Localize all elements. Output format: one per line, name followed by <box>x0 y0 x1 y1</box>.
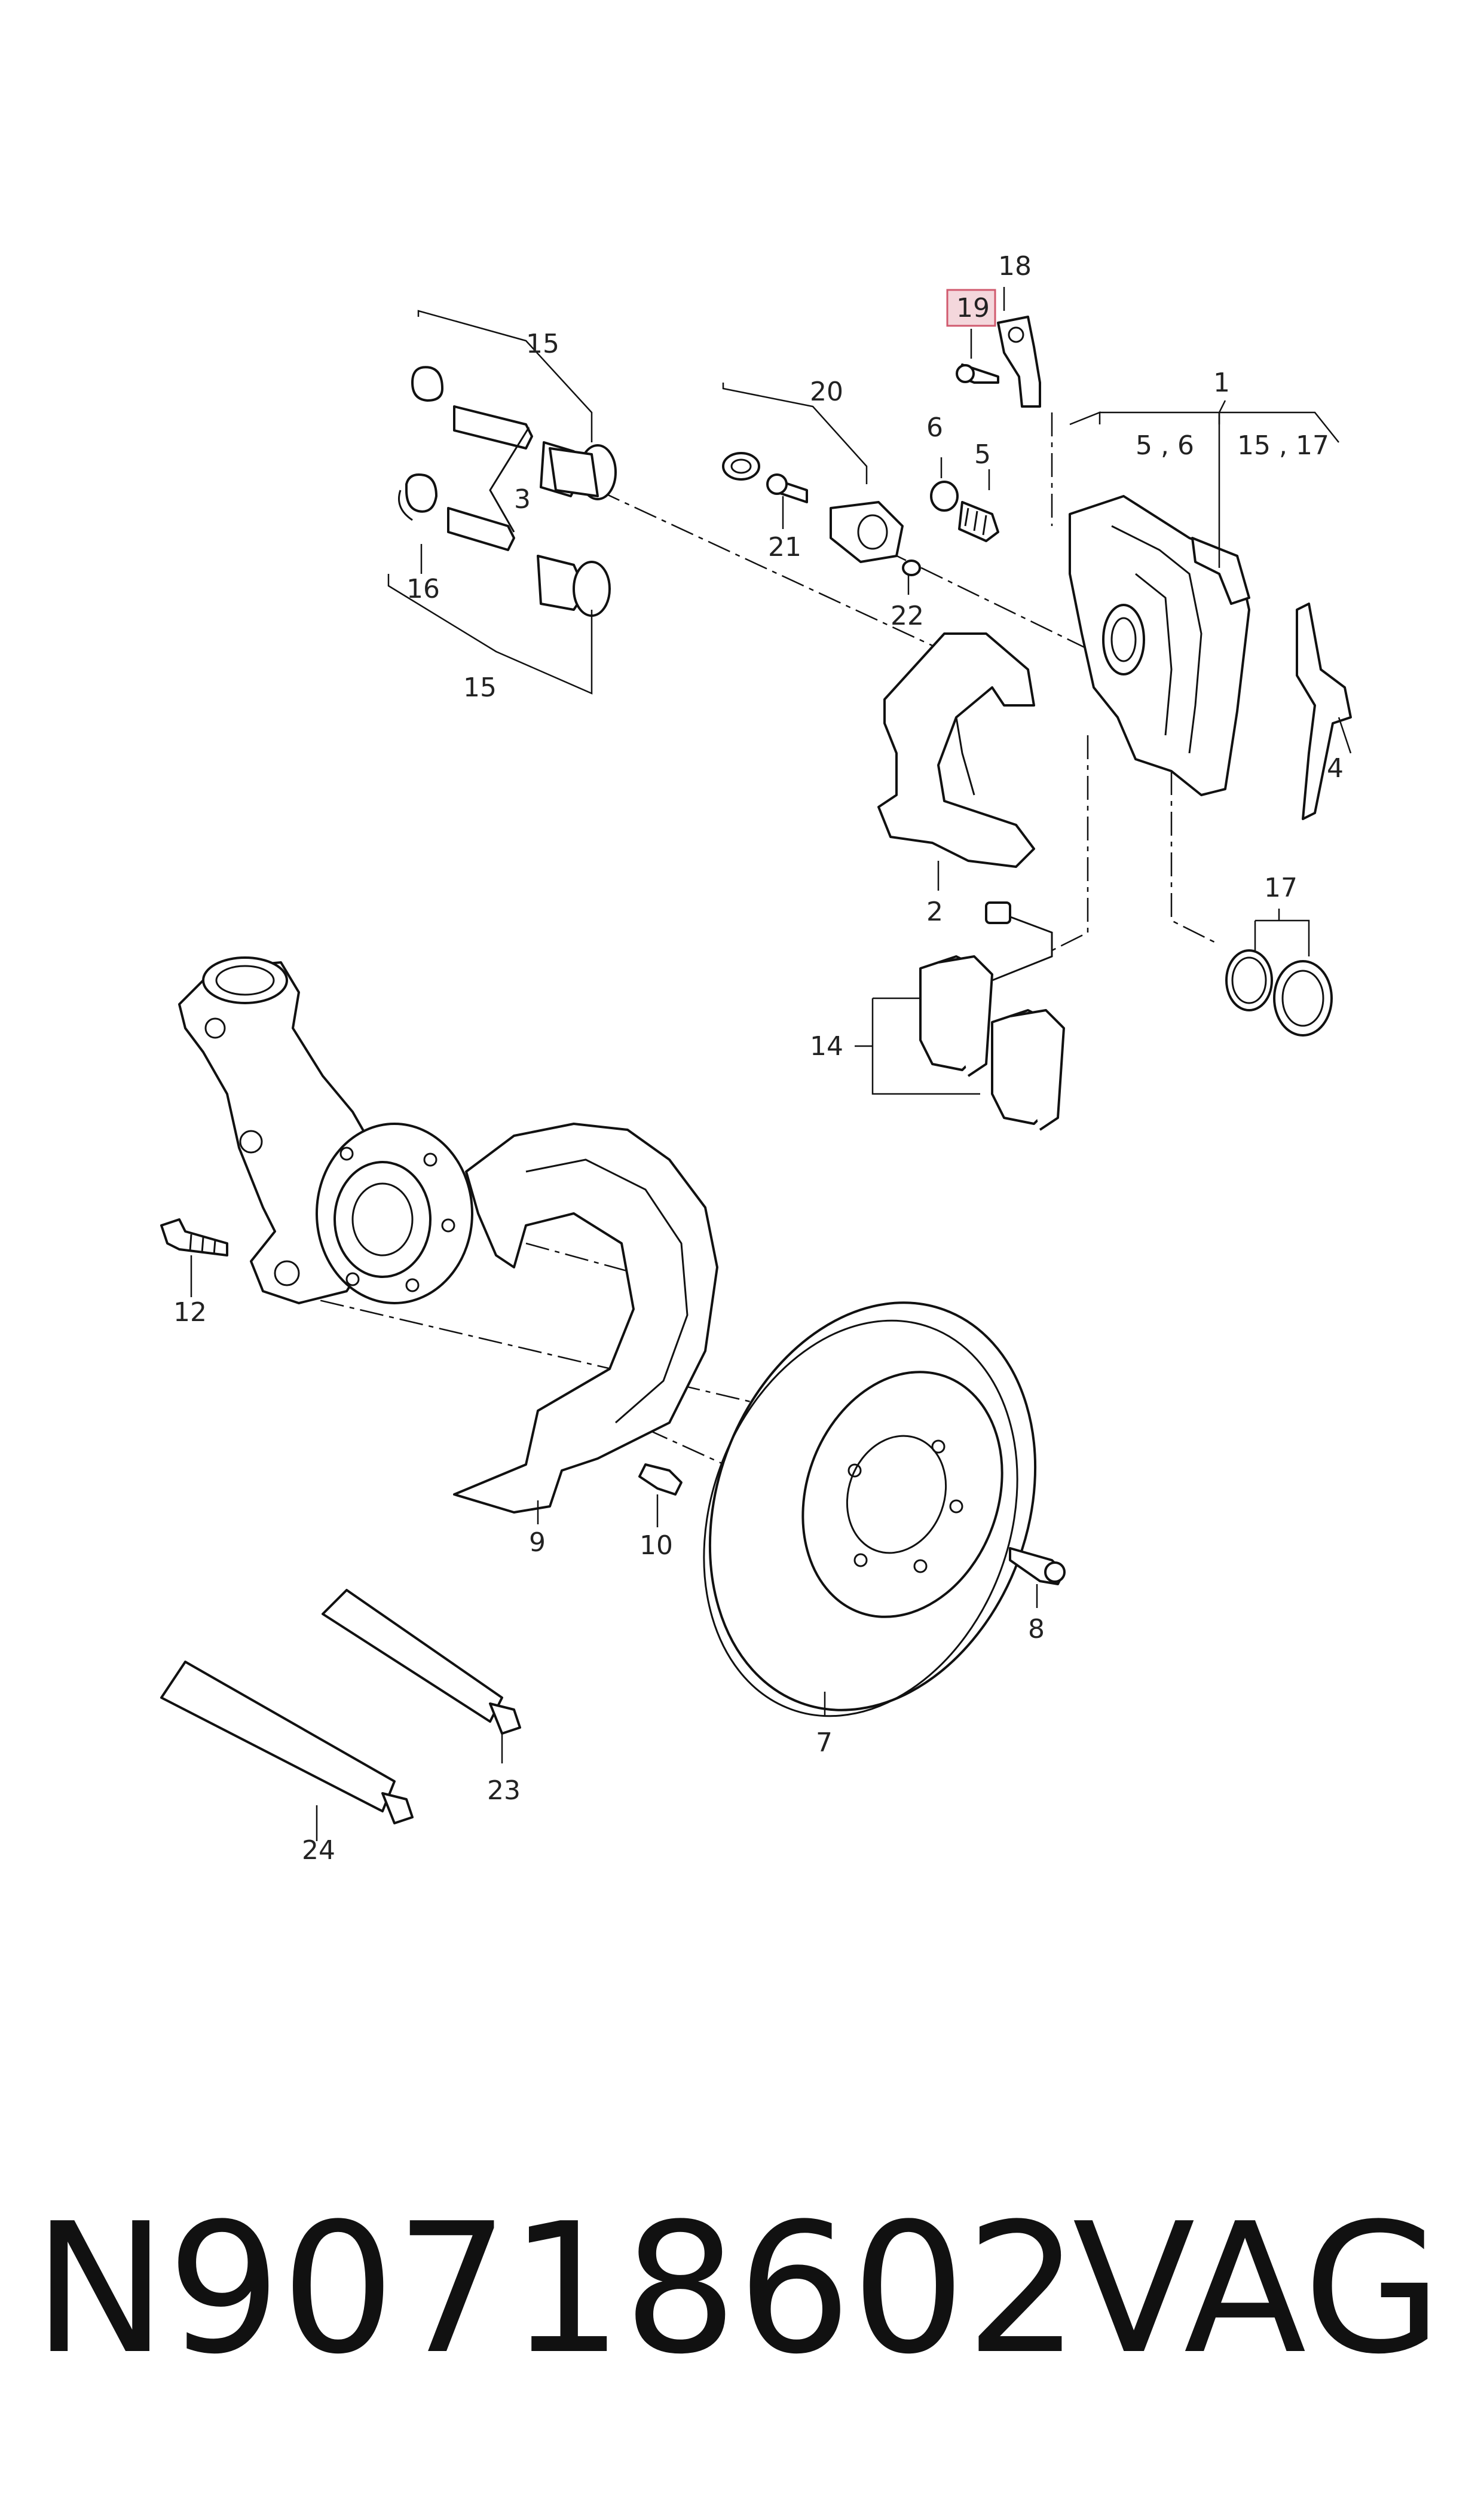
grease-tube-24 <box>160 1661 414 1824</box>
callout-15-bottom: 15 <box>463 672 497 703</box>
callout-20: 20 <box>810 377 843 407</box>
bracket <box>956 316 1041 408</box>
brake-carrier <box>877 632 1035 868</box>
brake-disc <box>703 1301 1037 1717</box>
callout-19: 19 <box>956 293 990 323</box>
piston-seal-and-boot <box>1225 949 1333 1037</box>
disc-screw <box>1009 1547 1066 1585</box>
callout-16: 16 <box>406 574 440 604</box>
shield-bolt <box>638 1463 683 1496</box>
brand-label: VAG <box>1072 2185 1442 2393</box>
callout-10: 10 <box>640 1530 673 1561</box>
splash-shield <box>453 1123 718 1514</box>
callout-6: 6 <box>926 412 943 443</box>
callout-18: 18 <box>998 251 1032 282</box>
grease-tube-23 <box>322 1589 521 1735</box>
callout-15-top: 15 <box>526 329 559 359</box>
callout-3: 3 <box>514 484 531 515</box>
exploded-brake-diagram: 1 2 3 4 5 6 7 8 9 10 12 14 15 15 16 17 1… <box>160 251 1352 1866</box>
callout-9: 9 <box>529 1527 546 1558</box>
group-label-5-6: 5 , 6 <box>1136 430 1194 461</box>
part-number: N90718602 <box>33 2185 1080 2393</box>
guide-pins <box>398 366 617 617</box>
callout-1: 1 <box>1213 368 1230 398</box>
callout-21: 21 <box>768 532 801 562</box>
callout-7: 7 <box>816 1728 833 1758</box>
leader-lines <box>190 287 1352 1841</box>
callout-4: 4 <box>1327 753 1344 784</box>
callout-14: 14 <box>810 1031 843 1062</box>
callout-19-highlight <box>946 289 996 327</box>
callout-23: 23 <box>487 1775 521 1806</box>
footer: N90718602 VAG <box>0 2176 1484 2415</box>
callout-5: 5 <box>974 439 991 470</box>
wheel-hub <box>316 1123 473 1304</box>
callout-2: 2 <box>926 897 943 927</box>
callout-22: 22 <box>891 601 924 631</box>
bleed-screw <box>930 481 999 542</box>
anti-rattle-spring <box>1296 603 1352 820</box>
callout-12: 12 <box>173 1297 207 1328</box>
callout-8: 8 <box>1028 1614 1045 1644</box>
brake-pads <box>919 955 1065 1131</box>
brake-caliper <box>1069 495 1250 796</box>
callout-24: 24 <box>302 1835 335 1866</box>
group-label-15-17: 15 , 17 <box>1237 430 1329 461</box>
hub-bolt <box>160 1218 228 1257</box>
callout-17: 17 <box>1264 873 1298 903</box>
caliper-bushes <box>722 452 921 576</box>
callout-labels: 1 2 3 4 5 6 7 8 9 10 12 14 15 15 16 17 1… <box>173 251 1344 1866</box>
